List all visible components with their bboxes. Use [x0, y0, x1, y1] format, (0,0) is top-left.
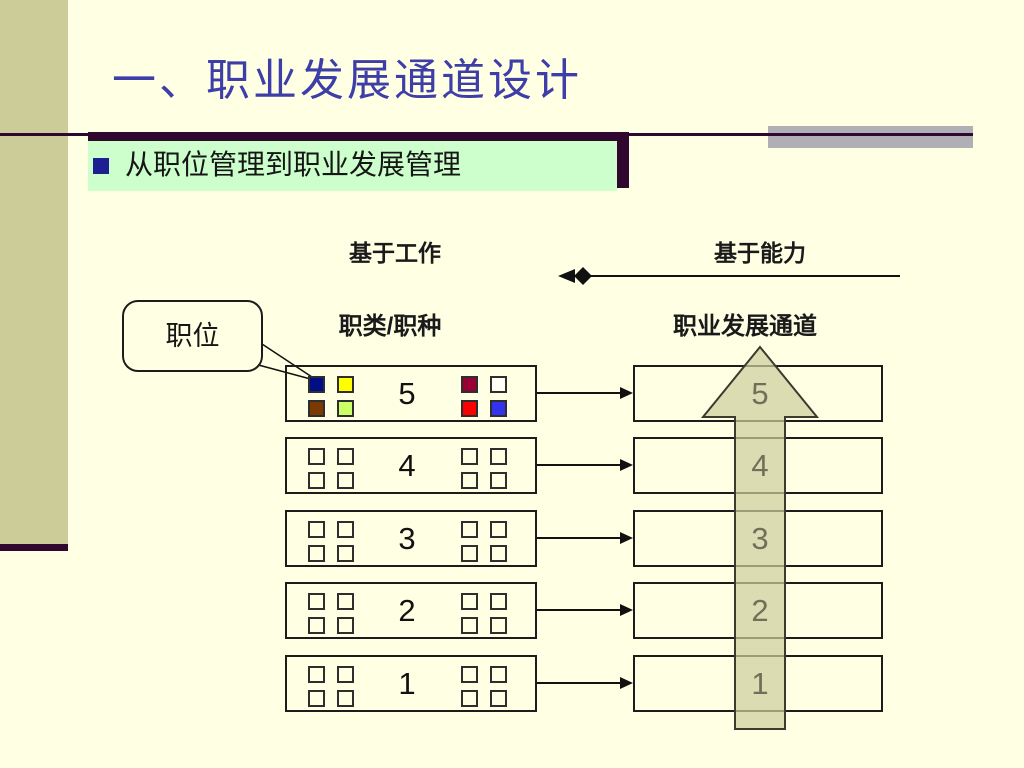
- job-class-box-level3: 3: [285, 510, 537, 567]
- square-bullet-icon: [93, 158, 109, 174]
- position-squares: [308, 666, 354, 707]
- position-square: [337, 666, 354, 683]
- flow-arrow: [537, 532, 633, 544]
- axis-diamond-icon: [574, 267, 592, 285]
- position-square: [461, 472, 478, 489]
- bullet-box-shadow-right: [617, 132, 629, 188]
- position-squares-colored: [308, 376, 354, 417]
- position-square: [490, 448, 507, 465]
- position-square: [490, 617, 507, 634]
- position-square: [337, 376, 354, 393]
- callout-bubble: 职位: [122, 300, 263, 372]
- position-square: [337, 593, 354, 610]
- career-channel-up-arrow: [700, 345, 820, 730]
- level-number: 3: [398, 521, 416, 556]
- position-square: [490, 472, 507, 489]
- sidebar-decoration: [0, 0, 68, 544]
- left-column-title: 职类/职种: [338, 313, 442, 340]
- position-square: [308, 666, 325, 683]
- job-class-box-level4: 4: [285, 437, 537, 494]
- level-number: 1: [398, 666, 416, 701]
- position-square: [308, 593, 325, 610]
- level-number: 5: [398, 376, 416, 411]
- axis-double-arrow: [558, 267, 900, 285]
- position-square: [308, 376, 325, 393]
- position-square: [461, 376, 478, 393]
- callout-tail: [250, 343, 319, 382]
- position-square: [461, 448, 478, 465]
- channel-level-number: 3: [751, 521, 769, 556]
- position-square: [490, 545, 507, 562]
- flow-arrow: [537, 387, 633, 399]
- job-class-box-level2: 2: [285, 582, 537, 639]
- position-square: [308, 617, 325, 634]
- position-square: [490, 690, 507, 707]
- position-squares: [308, 448, 354, 489]
- channel-level-number: 4: [751, 448, 769, 483]
- position-squares: [461, 666, 507, 707]
- channel-level-number: 5: [751, 376, 769, 411]
- right-column-title: 职业发展通道: [673, 313, 817, 340]
- position-square: [461, 545, 478, 562]
- position-square: [337, 617, 354, 634]
- sidebar-bottom-strip: [0, 544, 68, 551]
- position-squares-colored: [461, 376, 507, 417]
- position-square: [308, 448, 325, 465]
- position-squares: [308, 521, 354, 562]
- job-class-box-level5: 5: [285, 365, 537, 422]
- channel-level-number: 2: [751, 593, 769, 628]
- position-square: [461, 690, 478, 707]
- position-square: [308, 521, 325, 538]
- position-square: [337, 400, 354, 417]
- position-squares: [308, 593, 354, 634]
- position-square: [490, 376, 507, 393]
- channel-level-number: 1: [751, 666, 769, 701]
- position-squares: [461, 521, 507, 562]
- position-square: [308, 545, 325, 562]
- flow-arrow: [537, 459, 633, 471]
- level-number: 4: [398, 448, 416, 483]
- position-squares: [461, 593, 507, 634]
- position-square: [461, 521, 478, 538]
- position-square: [337, 545, 354, 562]
- bullet-box-shadow-top: [88, 132, 629, 141]
- position-square: [337, 448, 354, 465]
- flow-arrow: [537, 604, 633, 616]
- highlighted-bullet-box: 从职位管理到职业发展管理: [88, 141, 617, 191]
- position-square: [461, 593, 478, 610]
- position-square: [490, 400, 507, 417]
- job-class-box-level1: 1: [285, 655, 537, 712]
- position-square: [461, 617, 478, 634]
- bullet-text: 从职位管理到职业发展管理: [125, 150, 462, 181]
- position-square: [308, 400, 325, 417]
- position-square: [308, 472, 325, 489]
- flow-arrow: [537, 677, 633, 689]
- position-square: [461, 400, 478, 417]
- position-square: [490, 521, 507, 538]
- position-square: [461, 666, 478, 683]
- axis-label-right: 基于能力: [714, 240, 806, 266]
- axis-label-left: 基于工作: [349, 240, 441, 266]
- position-square: [337, 521, 354, 538]
- position-square: [337, 690, 354, 707]
- position-squares: [461, 448, 507, 489]
- title-accent-gray-bar: [768, 126, 973, 148]
- position-square: [490, 593, 507, 610]
- position-square: [308, 690, 325, 707]
- position-square: [337, 472, 354, 489]
- position-square: [490, 666, 507, 683]
- page-title: 一、职业发展通道设计: [112, 56, 582, 105]
- level-number: 2: [398, 593, 416, 628]
